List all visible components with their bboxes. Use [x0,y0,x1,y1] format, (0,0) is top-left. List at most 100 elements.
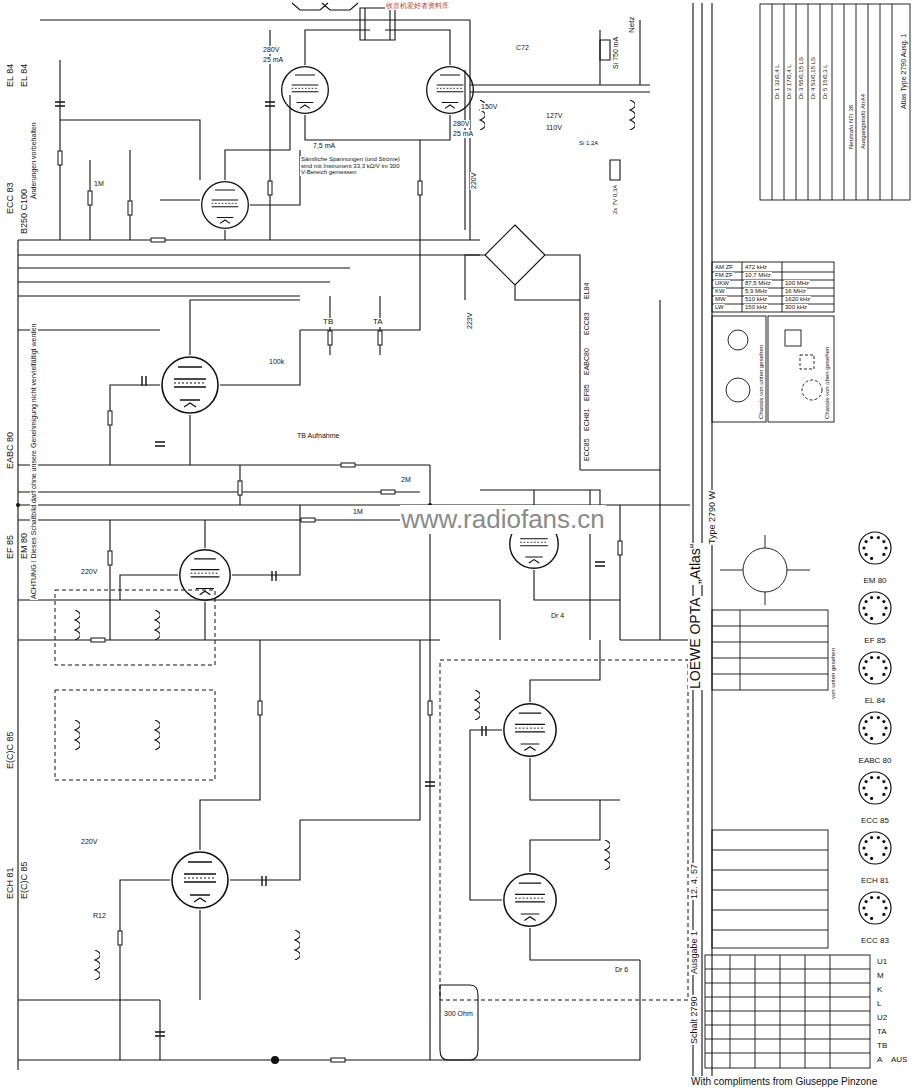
tube-type: ECC 83 [6,181,16,215]
socket-pin [865,720,868,723]
coil-symbol [155,720,160,750]
socket-pin [870,656,873,659]
resistor-symbol [428,701,432,715]
socket-pin [865,600,868,603]
switch-label: M [876,972,885,981]
table-grid [772,4,892,200]
tube-socket: ECH 81 [848,830,902,886]
component-value: Si 1,2A [578,140,599,147]
socket-pin [865,780,868,783]
capacitor-symbol [425,782,435,786]
capacitor-symbol [155,1032,165,1036]
resistor-symbol [88,191,92,205]
tube-socket: EL 84 [848,650,902,706]
socket-pin [870,857,873,860]
model-title: „Atlas“ [688,543,703,585]
socket-pin [865,540,868,543]
component-value: R12 [92,912,107,920]
tube-socket: ECC 85 [848,770,902,826]
socket-pin [865,840,868,843]
socket-pin [862,786,865,789]
table-cell: 5,9 MHz [744,288,768,295]
component-value: 220V [80,838,98,846]
model-title: LOEWE OPTA [688,596,703,690]
table-cell: LW [714,304,725,311]
model-title: Type 2790 W [708,490,718,545]
watermark: 收音机爱好者资料库 [385,2,450,10]
table-cell: Dr 4 53/0,15 LS [810,56,817,100]
watermark: www.radiofans.cn [400,505,606,534]
resistor-symbol [378,331,382,345]
credit-line: With compliments from Giuseppe Pinzone [690,1076,878,1087]
socket-pin [882,673,885,676]
wiring [60,20,470,240]
switch-label: TB [876,1042,888,1051]
switch-label: AUS [890,1056,908,1065]
socket-pin [884,606,887,609]
capacitor-symbol [55,102,605,1036]
socket-pin [870,896,873,899]
capacitor-symbol [55,102,65,106]
table-cell: 1620 kHz [784,296,811,303]
coil-symbol [155,610,160,640]
table-cell: Dr 5 15/0,3 L [822,63,829,100]
socket-pin [862,906,865,909]
table-grid [712,262,834,312]
table-grid [800,355,814,369]
shield-outline [55,690,215,780]
tube-type: EABC 80 [848,757,902,766]
socket-pin [865,913,868,916]
table-grid [728,330,748,350]
wiring [110,465,300,640]
coil-symbol [75,100,635,980]
resistor-symbol [258,701,262,715]
coil-symbol [75,720,80,750]
table-grid [760,4,910,200]
tube-type: EABC 80 [6,431,16,470]
table-cell: 300 kHz [784,304,808,311]
socket-pin [862,666,865,669]
capacitor-symbol [262,876,266,886]
component-value: 1M [93,180,105,188]
resistor-symbol [108,551,112,565]
switch-label: L [876,1000,882,1009]
socket-pin [882,540,885,543]
wiring [440,985,478,1060]
table-grid [712,262,834,312]
socket-pin [882,660,885,663]
socket-pin [882,840,885,843]
tube-type: ECH 81 [848,877,902,886]
component-value: Dr 4 [550,612,565,620]
capacitor-symbol [155,442,165,446]
note: ACHTUNG ! Dieses Schaltbild darf ohne un… [30,323,38,600]
tube-type: ECC 85 [848,817,902,826]
resistor-symbol [91,638,105,642]
socket-pin [862,726,865,729]
sheet-number: Atlas Type 2790 Ausg. 1 [900,33,908,110]
wiring [18,240,690,1070]
coil-symbol [630,100,635,130]
component-value: 25 mA [262,56,284,64]
component-value: 127V [545,112,563,120]
socket-pin [870,677,873,680]
shield-outline [440,660,688,1000]
tube-type: EF 85 [6,534,16,560]
table-cell: Dr 2 17/0,4 L [786,63,793,100]
capacitor-symbol [142,376,146,386]
switch-label: K [876,986,883,995]
note: Chassis von oben gesehen [824,346,831,420]
wiring [465,20,650,300]
tube-type: B250 C100 [20,188,30,235]
socket-pin [862,546,865,549]
table-cell: 472 kHz [744,264,768,271]
wiring [292,3,358,10]
tube-type: EL 84 [20,63,30,88]
table-cell: FM ZF [714,272,734,279]
socket-pin [877,836,880,839]
capacitor-symbol [272,571,276,581]
tube-type: EL84 [583,282,591,300]
socket-pin [865,793,868,796]
tube-type: E(C)C 85 [20,860,30,900]
wiring [110,240,420,465]
socket-pin [877,656,880,659]
